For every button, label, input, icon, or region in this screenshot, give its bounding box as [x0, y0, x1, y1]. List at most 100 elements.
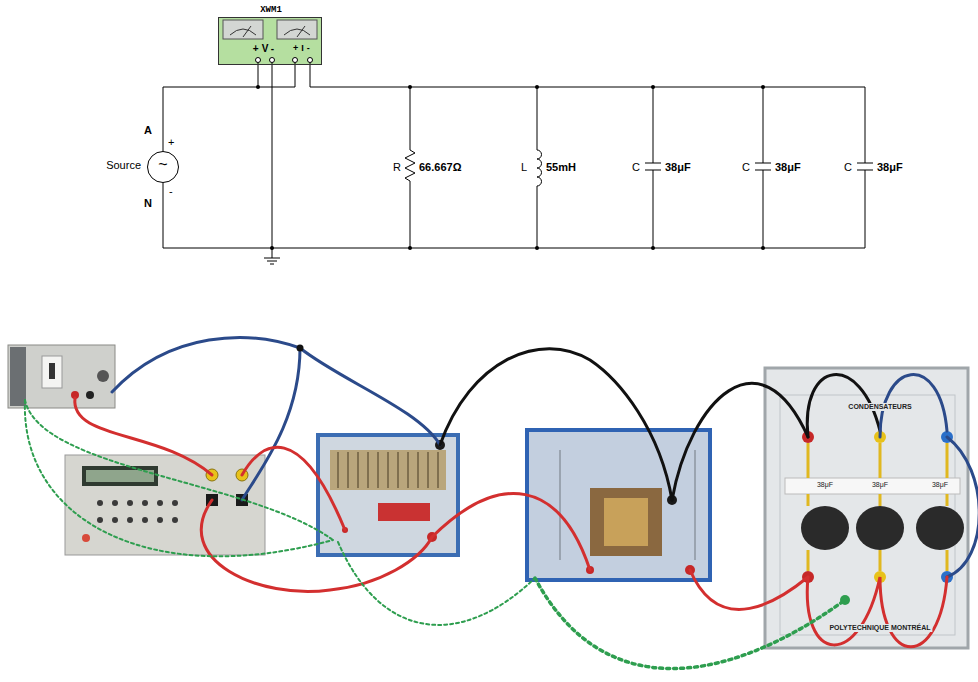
component-name: R	[393, 161, 401, 174]
red-cord	[690, 570, 808, 609]
blue-cord	[242, 348, 300, 500]
junction-dot	[651, 246, 655, 250]
key	[157, 517, 163, 523]
key	[142, 517, 148, 523]
wire-connector	[163, 65, 272, 248]
junction-dot	[535, 85, 539, 89]
warning-label	[378, 503, 430, 521]
key	[142, 500, 148, 506]
capacitor-symbol	[645, 87, 661, 248]
terminal	[308, 58, 313, 63]
capacitor-rating: 38μF	[870, 481, 890, 489]
component-value: 38μF	[877, 161, 903, 174]
patch-cords	[25, 338, 978, 669]
resistor-box	[318, 435, 458, 555]
inductor-winding	[604, 498, 648, 546]
capacitor-rating: 38μF	[815, 481, 835, 489]
component-name: C	[844, 161, 852, 174]
junction-dot	[408, 85, 412, 89]
source-circle: Source~	[147, 151, 179, 183]
source-panel	[8, 345, 115, 408]
key	[172, 500, 178, 506]
lcd-frame	[82, 466, 158, 486]
polarity-mark: -	[169, 185, 173, 198]
node-letter: A	[144, 124, 152, 137]
junction-dot	[651, 85, 655, 89]
black-cord	[440, 349, 672, 500]
switch	[49, 363, 55, 379]
node-letter: N	[144, 197, 152, 210]
maker-name: POLYTECHNIQUE MONTRÉAL	[827, 624, 932, 632]
capacitor-rating: 38μF	[930, 481, 950, 489]
capacitor-body	[856, 506, 904, 550]
lab-photos	[8, 338, 978, 669]
capacitor-symbol	[755, 87, 771, 248]
meter-dial	[230, 26, 256, 37]
bottom-rail	[272, 248, 865, 249]
key	[127, 517, 133, 523]
schematic	[218, 17, 873, 264]
red-cord	[75, 398, 212, 475]
panel-side	[10, 347, 26, 406]
ground-cord	[25, 400, 333, 556]
component-name: C	[742, 161, 750, 174]
blue-cord	[300, 348, 440, 445]
knob	[97, 370, 109, 382]
inductor-box	[527, 430, 710, 580]
component-value: 38μF	[665, 161, 691, 174]
capacitor-body	[801, 506, 849, 550]
wire-connector	[163, 65, 258, 151]
inductor-symbol	[537, 87, 542, 248]
meter-icon	[223, 20, 263, 39]
component-value: 66.667Ω	[419, 161, 461, 174]
wattmeter-box: XWM1+V-+I-	[218, 17, 322, 65]
source-outline-circle	[148, 152, 179, 183]
resistor-symbol	[405, 87, 415, 248]
cord-junction	[297, 345, 304, 352]
terminal	[86, 391, 94, 399]
ac-symbol: ~	[147, 156, 179, 174]
blue-cord	[112, 338, 300, 392]
ground-cord	[338, 542, 535, 625]
capacitor-box	[765, 368, 968, 648]
component-name: C	[632, 161, 640, 174]
rating-strip	[785, 478, 960, 494]
panel-title: CONDENSATEURS	[846, 403, 913, 411]
blue-cord	[947, 437, 978, 577]
top-rail	[258, 65, 865, 87]
switch-plate	[42, 356, 62, 388]
junction-dot	[535, 246, 539, 250]
power-light	[82, 534, 90, 542]
terminal	[256, 58, 261, 63]
keypad	[97, 500, 178, 523]
meter-icon	[277, 20, 317, 39]
junction-dot	[761, 246, 765, 250]
ground-cord	[25, 400, 333, 540]
ground-cord	[535, 578, 845, 669]
junction-dot	[761, 85, 765, 89]
meter-dial	[284, 26, 310, 37]
wattmeter-device	[65, 455, 265, 555]
component-value: 38μF	[775, 161, 801, 174]
terminal	[270, 58, 275, 63]
instrument-name: XWM1	[219, 5, 323, 15]
key	[127, 500, 133, 506]
black-cord	[672, 383, 808, 500]
junction-dot	[408, 246, 412, 250]
capacitor-body	[916, 506, 964, 550]
voltage-terminals: +V-	[245, 43, 285, 55]
red-cord	[432, 494, 590, 570]
capacitor-leads	[808, 443, 947, 571]
wattmeter-fill	[218, 17, 322, 65]
key	[172, 517, 178, 523]
component-name: L	[521, 161, 527, 174]
resistor-bank	[330, 450, 446, 490]
junction-dots	[256, 85, 765, 250]
inductor-core	[590, 488, 662, 556]
terminal	[293, 58, 298, 63]
